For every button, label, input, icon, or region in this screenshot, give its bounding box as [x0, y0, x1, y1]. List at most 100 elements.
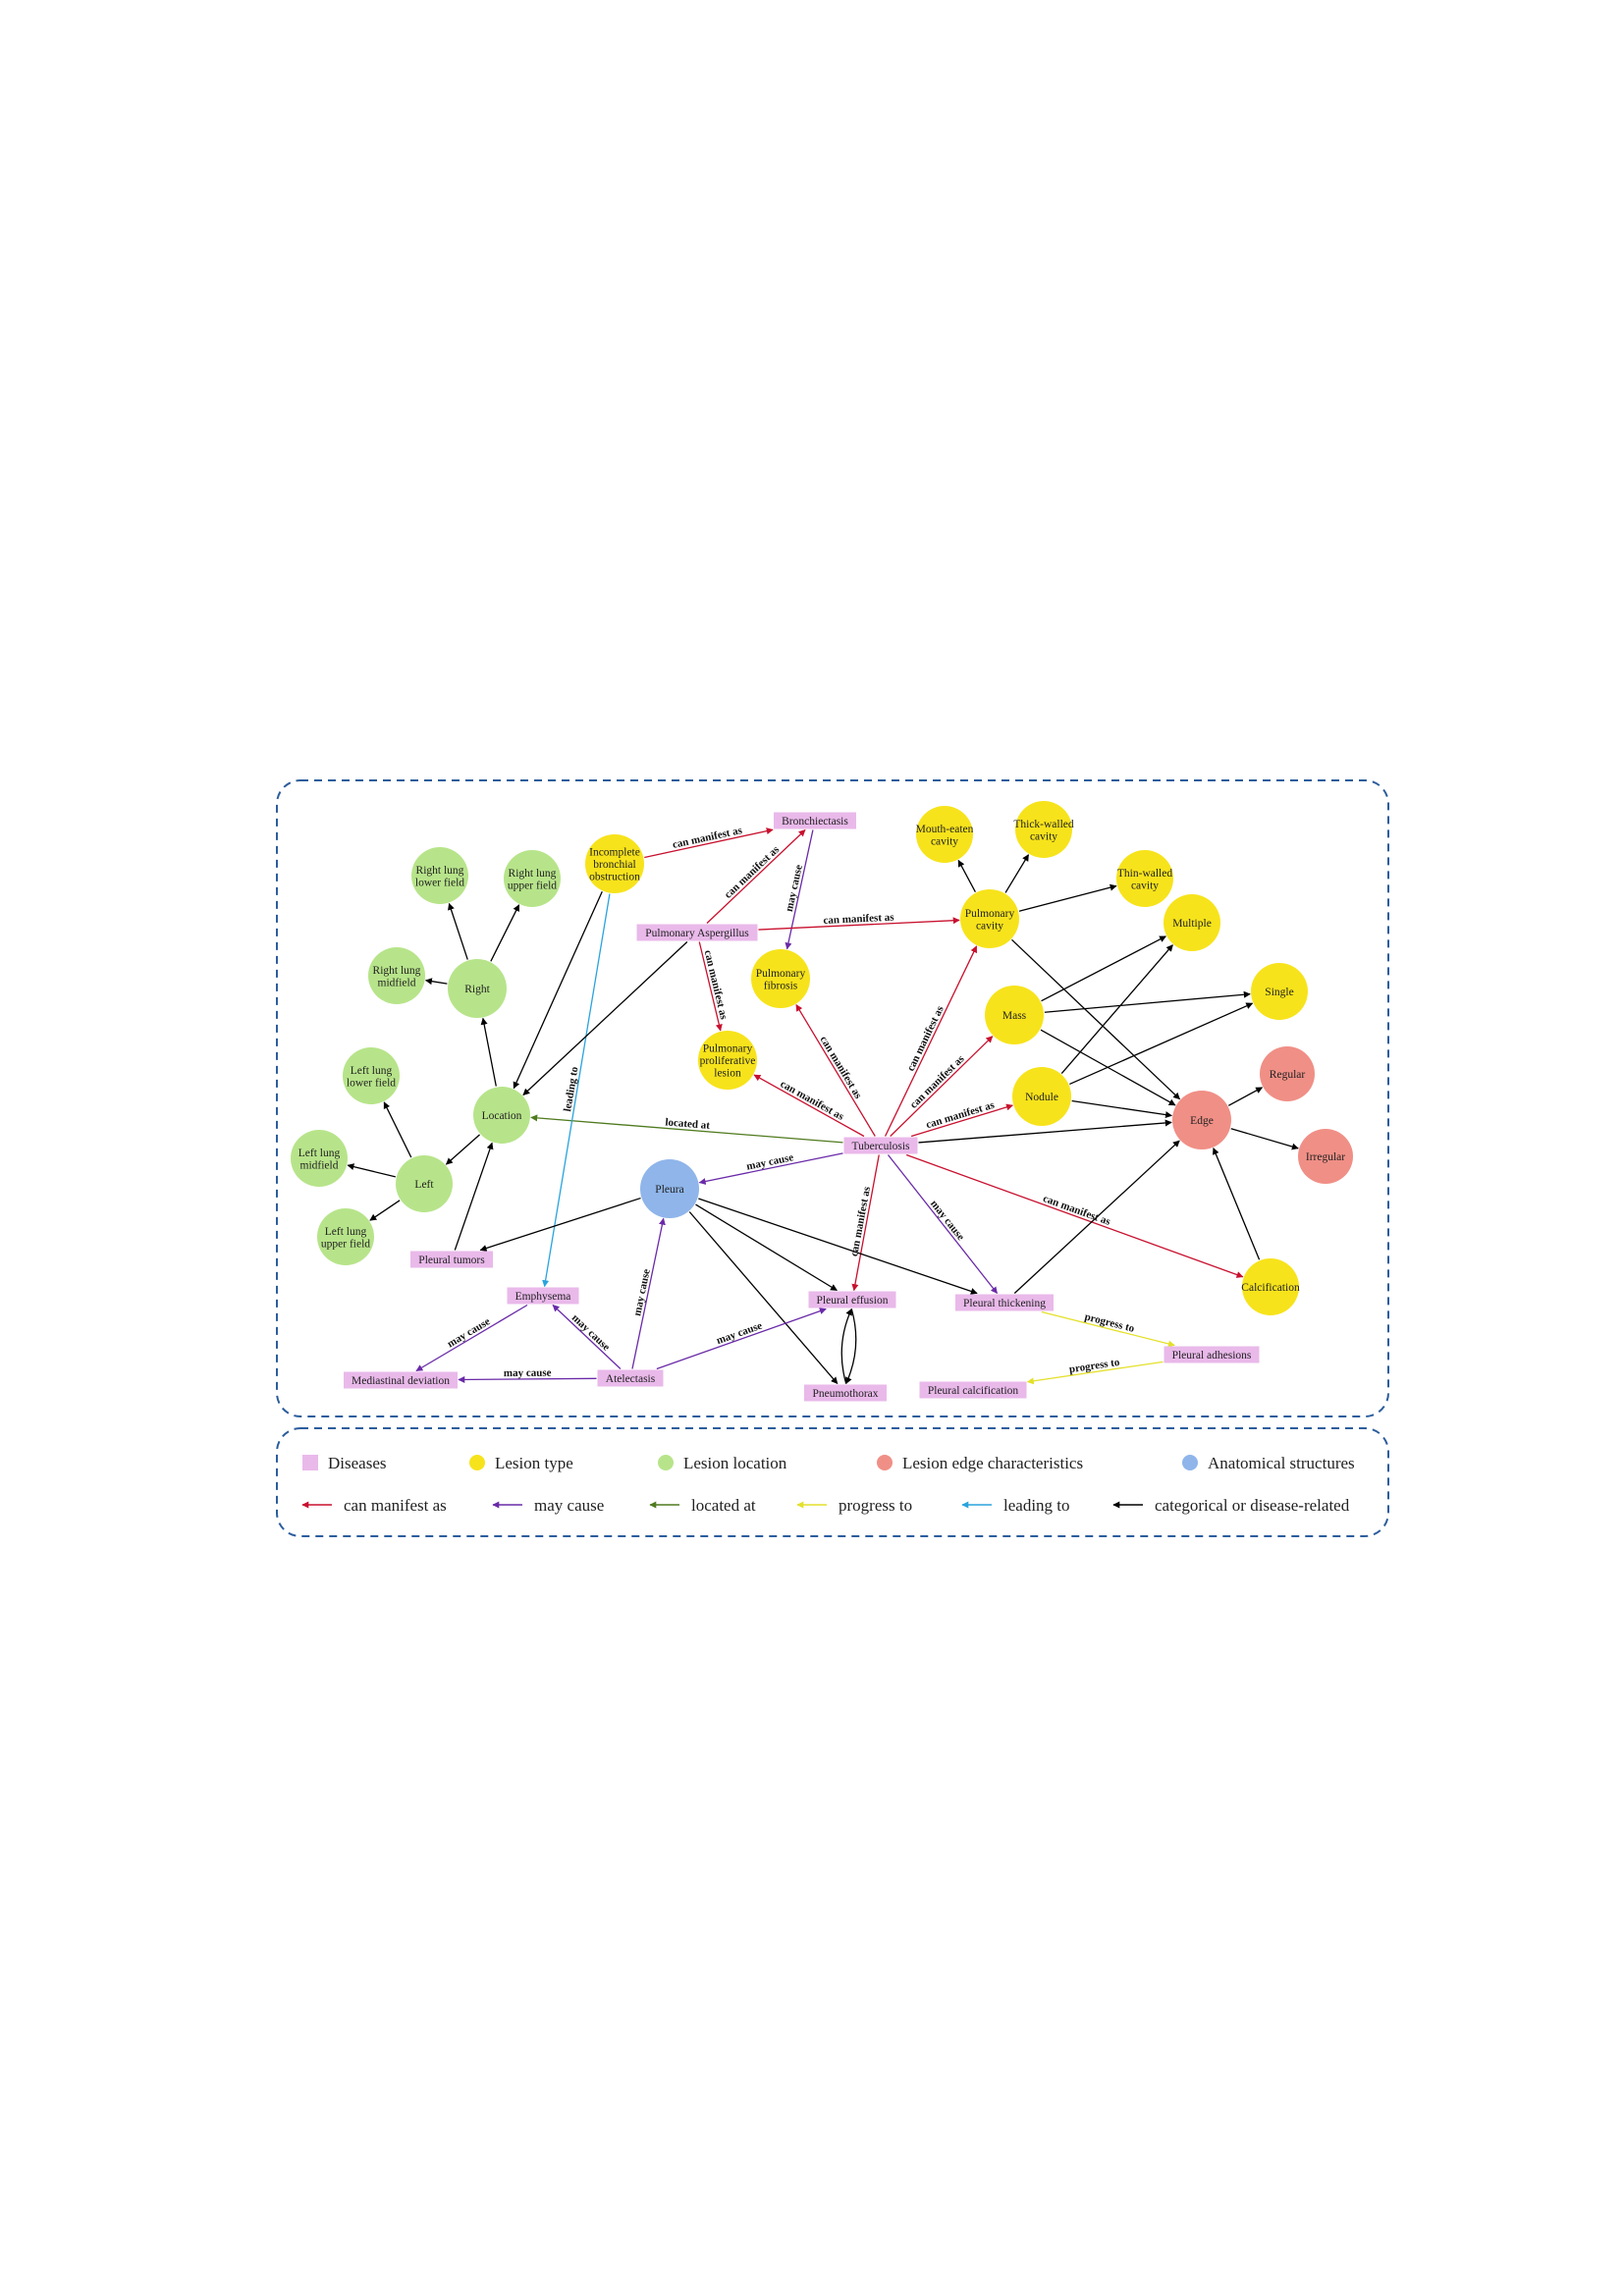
node-label: Left: [414, 1179, 434, 1191]
node-label: Mediastinal deviation: [352, 1375, 450, 1387]
node-shape-ll-upper: [317, 1208, 374, 1265]
node-shape-thin-walled: [1116, 850, 1173, 907]
edge-tuberculosis-to-pulmonary_cavity: [884, 945, 978, 1137]
node-label: Location: [482, 1110, 522, 1122]
node-shape-regular: [1260, 1046, 1315, 1101]
edge-label-tuberculosis-to-calcification: can manifest as: [1042, 1193, 1113, 1228]
node-label: Left lung: [298, 1148, 341, 1159]
node-shape-emphysema: [507, 1287, 579, 1305]
legend-label: Lesion type: [495, 1454, 573, 1472]
edge-right-to-rl_mid: [424, 978, 448, 986]
nodes-layer: IncompletebronchialobstructionBronchiect…: [291, 801, 1353, 1402]
legend-item-lesion-type: Lesion type: [469, 1454, 573, 1472]
legend-swatch: [658, 1455, 674, 1470]
node-regular: Regular: [1260, 1046, 1315, 1101]
node-pleura: Pleura: [640, 1159, 699, 1218]
legend-label: categorical or disease-related: [1155, 1496, 1350, 1515]
edge-label-atelectasis-to-mediastinal: may cause: [504, 1367, 552, 1379]
node-label: proliferative: [700, 1055, 756, 1067]
node-shape-pneumothorax: [804, 1384, 887, 1402]
edge-atelectasis-to-pleural_effusion: [656, 1308, 827, 1370]
node-shape-pulmonary-cavity: [960, 889, 1019, 948]
node-label: Bronchiectasis: [782, 816, 848, 828]
edge-label-pleural_adhesions-to-pleural_calcification: progress to: [1068, 1357, 1121, 1376]
edge-atelectasis-to-emphysema: [552, 1305, 622, 1369]
legend-swatch: [302, 1455, 318, 1470]
legend-item-categorical: categorical or disease-related: [1112, 1496, 1350, 1515]
edges-layer: [347, 828, 1299, 1385]
edge-pneumothorax-to-pleural_effusion: [840, 1308, 852, 1384]
node-label: lower field: [347, 1077, 396, 1089]
node-shape-incomplete: [585, 834, 644, 893]
node-shape-tuberculosis: [843, 1137, 918, 1154]
node-label: Right: [464, 984, 490, 995]
legend-item-may-cause: may cause: [492, 1496, 604, 1515]
edge-left-to-ll_upper: [369, 1200, 401, 1221]
node-edge: Edge: [1172, 1091, 1231, 1149]
node-shape-mouth-eaten: [916, 806, 973, 863]
node-label: Incomplete: [589, 847, 640, 859]
node-label: Calcification: [1241, 1282, 1300, 1294]
edge-atelectasis-to-pleura: [631, 1217, 666, 1369]
node-shape-aspergillus: [636, 924, 758, 941]
node-shape-multiple: [1164, 894, 1220, 951]
node-mass: Mass: [985, 986, 1044, 1044]
node-label: cavity: [976, 920, 1003, 932]
node-shape-thick-walled: [1015, 801, 1072, 858]
edge-label-pleural_thickening-to-pleural_adhesions: progress to: [1083, 1311, 1136, 1335]
node-label: fibrosis: [764, 980, 798, 991]
edge-pulmonary_cavity-to-edge: [1011, 938, 1181, 1100]
node-multiple: Multiple: [1164, 894, 1220, 951]
node-right: Right: [448, 959, 507, 1018]
node-shape-calcification: [1242, 1258, 1299, 1315]
node-label: Pleural thickening: [963, 1298, 1046, 1309]
legend-item-anatomical: Anatomical structures: [1182, 1454, 1355, 1472]
legend-item-can-manifest-as: can manifest as: [301, 1496, 447, 1515]
edge-left-to-ll_lower: [383, 1101, 412, 1158]
node-shape-ll-lower: [343, 1047, 400, 1104]
legend-swatch: [877, 1455, 893, 1470]
edge-aspergillus-to-proliferative: [698, 941, 723, 1032]
edge-label-tuberculosis-to-pleural_thickening: may cause: [928, 1198, 967, 1243]
node-label: Thin-walled: [1117, 868, 1172, 880]
node-label: Irregular: [1306, 1151, 1345, 1163]
node-shape-fibrosis: [751, 949, 810, 1008]
node-aspergillus: Pulmonary Aspergillus: [636, 924, 758, 941]
node-label: Pulmonary: [756, 968, 806, 980]
edge-atelectasis-to-mediastinal: [458, 1375, 597, 1383]
edge-tuberculosis-to-calcification: [905, 1153, 1244, 1278]
node-pleural-adhesions: Pleural adhesions: [1164, 1346, 1260, 1363]
node-calcification: Calcification: [1241, 1258, 1300, 1315]
node-shape-pleura: [640, 1159, 699, 1218]
node-label: bronchial: [593, 859, 635, 871]
edge-tuberculosis-to-location: [530, 1114, 843, 1144]
edge-bronchiectasis-to-fibrosis: [785, 829, 814, 950]
node-pleural-effusion: Pleural effusion: [808, 1291, 896, 1308]
edge-tuberculosis-to-nodule: [910, 1103, 1014, 1138]
node-nodule: Nodule: [1012, 1067, 1071, 1126]
edge-label-aspergillus-to-proliferative: can manifest as: [702, 949, 731, 1022]
legend-label: leading to: [1003, 1496, 1070, 1515]
node-label: Pleural effusion: [817, 1295, 889, 1307]
node-label: Right lung: [509, 868, 557, 880]
node-location: Location: [473, 1087, 530, 1144]
node-label: Tuberculosis: [852, 1141, 911, 1152]
node-shape-mass: [985, 986, 1044, 1044]
node-shape-left: [396, 1155, 453, 1212]
node-label: Pneumothorax: [812, 1388, 878, 1400]
edge-pleura-to-pleural_tumors: [479, 1197, 641, 1252]
edge-pulmonary_cavity-to-mouth_eaten: [957, 859, 976, 892]
node-label: Left lung: [325, 1226, 367, 1238]
node-label: Mass: [1002, 1010, 1027, 1022]
node-label: Pulmonary: [703, 1043, 753, 1055]
node-label: upper field: [321, 1238, 370, 1250]
node-pleural-tumors: Pleural tumors: [410, 1251, 493, 1268]
edge-right-to-rl_upper: [490, 904, 520, 962]
edge-pleura-to-pneumothorax: [688, 1211, 839, 1385]
edge-label-atelectasis-to-pleural_effusion: may cause: [715, 1320, 764, 1348]
